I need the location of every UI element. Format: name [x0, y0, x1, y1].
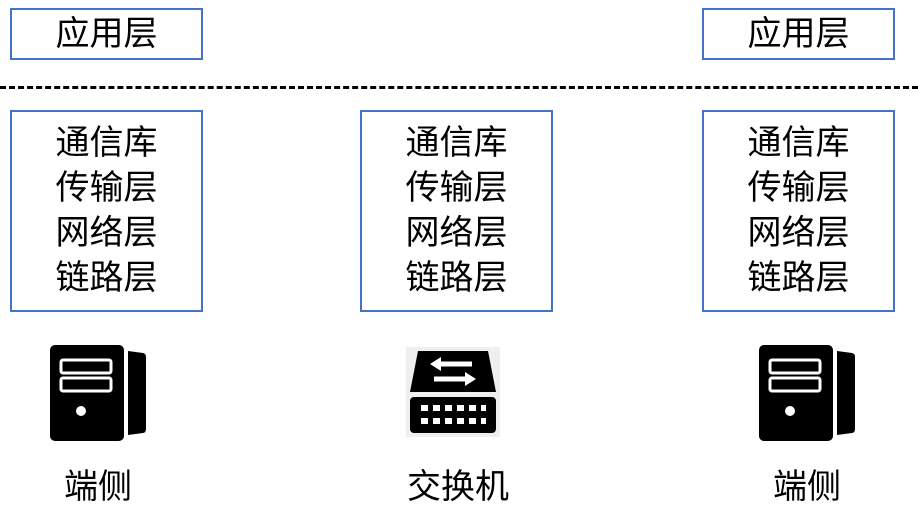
left-stack-transport-layer: 传输层 — [55, 168, 158, 208]
right-application-layer-label: 应用层 — [747, 14, 850, 54]
left-application-layer-box: 应用层 — [10, 8, 203, 60]
right-application-layer-box: 应用层 — [702, 8, 895, 60]
right-device-label: 端侧 — [773, 467, 841, 507]
middle-device-label: 交换机 — [407, 467, 509, 507]
left-device-label: 端侧 — [64, 467, 132, 507]
middle-stack-link-layer: 链路层 — [405, 258, 508, 298]
left-stack-network-layer: 网络层 — [55, 213, 158, 253]
switch-icon — [406, 347, 500, 437]
middle-protocol-stack-box: 通信库 传输层 网络层 链路层 — [360, 110, 553, 312]
right-stack-transport-layer: 传输层 — [747, 168, 850, 208]
layer-divider-dashed-line — [0, 86, 918, 89]
middle-stack-transport-layer: 传输层 — [405, 168, 508, 208]
right-stack-network-layer: 网络层 — [747, 213, 850, 253]
left-application-layer-label: 应用层 — [55, 14, 158, 54]
right-protocol-stack-box: 通信库 传输层 网络层 链路层 — [702, 110, 895, 312]
server-icon — [759, 345, 855, 441]
server-icon — [50, 345, 146, 441]
right-stack-communication-library: 通信库 — [747, 123, 850, 163]
left-protocol-stack-box: 通信库 传输层 网络层 链路层 — [10, 110, 203, 312]
middle-stack-network-layer: 网络层 — [405, 213, 508, 253]
left-stack-communication-library: 通信库 — [55, 123, 158, 163]
middle-stack-communication-library: 通信库 — [405, 123, 508, 163]
left-stack-link-layer: 链路层 — [55, 258, 158, 298]
right-stack-link-layer: 链路层 — [747, 258, 850, 298]
